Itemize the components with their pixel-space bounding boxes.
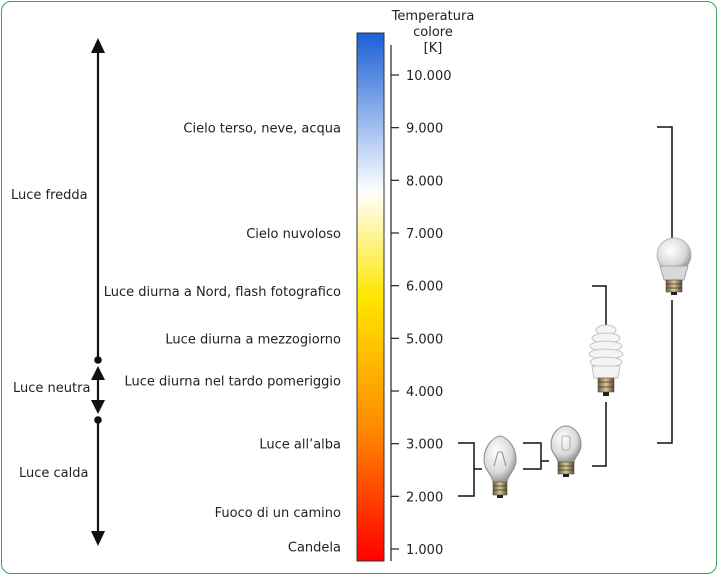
axis-tick-label: 5.000 [406,332,443,347]
axis-tick-label: 1.000 [406,543,443,558]
light-source-label: Cielo nuvoloso [246,227,341,242]
axis-tick-label: 2.000 [406,490,443,505]
incandescent-bulb-icon [483,435,517,498]
axis-tick-label: 6.000 [406,280,443,295]
axis-tick-label: 9.000 [406,122,443,137]
range-label-cold: Luce fredda [11,188,88,203]
axis-title-line-1: Temperatura [391,9,475,24]
light-source-label: Luce all’alba [259,438,341,453]
range-label-warm: Luce calda [19,466,88,481]
light-source-label: Luce diurna nel tardo pomeriggio [125,374,342,389]
light-source-label: Luce diurna a mezzogiorno [165,332,341,347]
axis-tick-label: 3.000 [406,438,443,453]
led-bulb-icon [656,237,692,295]
axis-tick-label: 8.000 [406,174,443,189]
halogen-bulb-icon [550,425,582,477]
light-source-label: Cielo terso, neve, acqua [183,122,341,137]
axis-title-line-3: [K] [424,41,443,56]
range-label-neutral: Luce neutra [13,381,90,396]
light-source-label: Luce diurna a Nord, flash fotografico [104,285,341,300]
bulb-range-brackets [458,126,673,497]
light-range-arrows [91,38,105,546]
axis-tick-label: 7.000 [406,227,443,242]
light-source-label: Candela [288,540,341,555]
axis-title-line-2: colore [413,25,453,40]
axis-tick-label: 10.000 [406,69,452,84]
light-source-label: Fuoco di un camino [215,506,341,521]
color-temperature-bar [356,32,385,562]
axis-tick-label: 4.000 [406,385,443,400]
fluorescent-bulb-icon [588,324,624,396]
